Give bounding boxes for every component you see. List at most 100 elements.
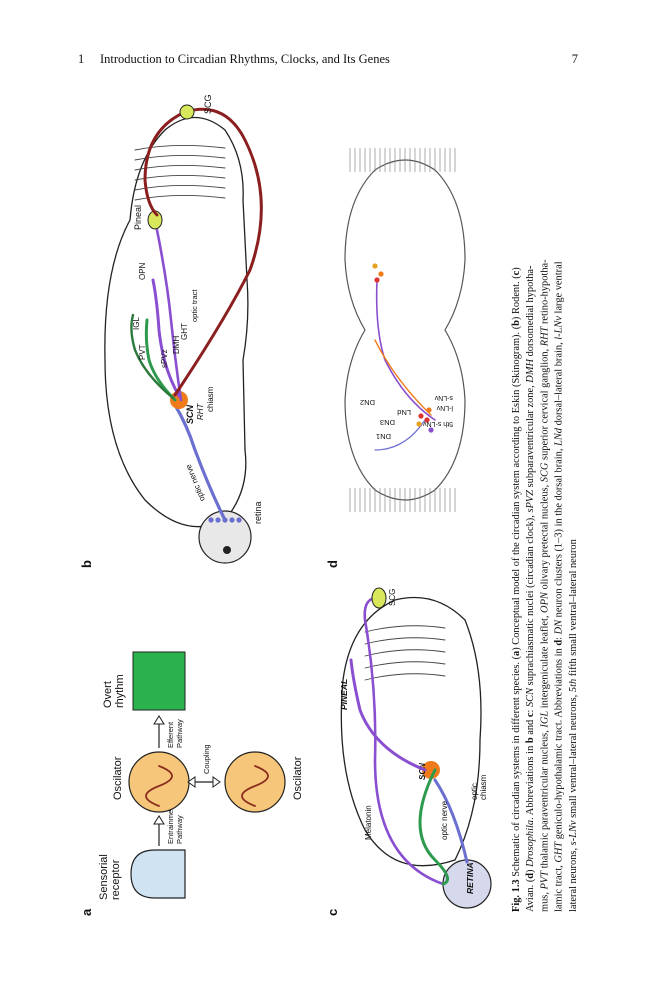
label-spvz: sPVz xyxy=(160,349,169,368)
avian-cerebellum-fold-4 xyxy=(364,625,446,633)
oscillator-bottom-wave xyxy=(241,765,269,807)
fly-lnd-projection xyxy=(374,339,432,416)
fly-brain-outline xyxy=(344,159,466,501)
caption-segment: large ventral xyxy=(554,261,565,316)
caption-segment: dorsomedial hypotha- xyxy=(525,265,536,359)
label-5th-slnv: 5th s-LNv xyxy=(423,420,453,427)
fly-neuron-dot-5 xyxy=(374,277,380,283)
label-slnv: s-LNv xyxy=(434,394,453,401)
caption-segment: OPN xyxy=(539,591,550,613)
coupling-label: Coupling xyxy=(202,744,211,774)
panel-d-letter: d xyxy=(325,560,340,568)
rht-pathway xyxy=(173,403,227,522)
scg-node-b xyxy=(179,104,195,120)
caption-segment: . Abbreviations in xyxy=(525,743,536,820)
rotated-figure-page: Fig. 1.3 Schematic of circadian systems … xyxy=(75,90,585,920)
cerebellum-fold-5 xyxy=(134,144,226,151)
avian-pineal-to-scg xyxy=(363,596,445,886)
sensorial-receptor-label-line-1: receptor xyxy=(110,859,122,900)
cerebellum-fold-2 xyxy=(134,174,226,181)
cerebellum-fold-1 xyxy=(134,184,226,191)
label-pineal-c: PINEAL xyxy=(339,679,349,710)
caption-segment: SCN xyxy=(525,687,536,707)
opn-pathway xyxy=(155,228,183,402)
label-retina: retina xyxy=(253,501,263,524)
label-dmh: DMH xyxy=(172,336,181,354)
sensorial-receptor-label-line-0: Sensorial xyxy=(98,854,110,900)
fly-neuron-dot-0 xyxy=(424,417,430,423)
fly-neuron-dot-6 xyxy=(378,271,384,277)
label-optic-tract: optic tract xyxy=(190,289,199,322)
caption-segment: ) Conceptual model of the circadian syst… xyxy=(511,325,522,650)
label-rht: RHT xyxy=(196,402,205,420)
caption-segment: l-LNv xyxy=(554,316,565,340)
oscillator-bottom-circle xyxy=(224,751,286,813)
entrainment-label-line-1: Pathway xyxy=(175,815,184,844)
label-ght: GHT xyxy=(180,323,189,340)
retina-cell-0 xyxy=(208,517,214,523)
caption-segment: Fig. 1.3 xyxy=(511,879,522,912)
caption-line-0: Fig. 1.3 Schematic of circadian systems … xyxy=(511,267,522,912)
label-optic-nerve-c: optic nerve xyxy=(440,800,449,840)
cerebellum-fold-3 xyxy=(134,164,226,171)
label-scg-c: SCG xyxy=(388,589,397,606)
retina-cell-4 xyxy=(236,517,242,523)
avian-cerebellum-fold-3 xyxy=(364,637,446,645)
caption-segment: a xyxy=(511,650,522,656)
caption-segment: IGL xyxy=(539,711,550,729)
figure-caption: Fig. 1.3 Schematic of circadian systems … xyxy=(511,259,579,912)
caption-line-2: mus, PVT thalamic paraventricular nucleu… xyxy=(539,259,550,912)
label-dn3: DN3 xyxy=(380,418,395,427)
caption-line-3: lamic tract, GHT geniculo-hypothalamic t… xyxy=(554,261,565,912)
caption-segment: subparaventricular zone, xyxy=(525,383,536,490)
avian-cerebellum-fold-2 xyxy=(364,649,446,657)
label-opn: OPN xyxy=(138,262,147,280)
rodent-eye xyxy=(198,510,252,564)
figure-landscape: Fig. 1.3 Schematic of circadian systems … xyxy=(79,94,579,916)
spvz-pathway xyxy=(144,318,177,402)
sensorial-receptor-shape xyxy=(130,849,186,899)
fly-neuron-dot-3 xyxy=(426,407,432,413)
caption-segment: ) xyxy=(525,867,536,873)
caption-segment: c xyxy=(525,712,536,717)
label-pvt: PVT xyxy=(138,344,147,360)
caption-line-1: Avian. (d) Drosophila. Abbreviations in … xyxy=(525,265,536,912)
panel-b-letter: b xyxy=(79,560,94,568)
oscillator-bottom-label: Oscilator xyxy=(292,756,304,800)
fly-neuron-dot-7 xyxy=(372,263,378,269)
caption-segment: d xyxy=(554,640,565,646)
panel-a-letter: a xyxy=(79,908,94,916)
label-pineal-b: Pineal xyxy=(133,205,143,230)
label-melatonin: Melatonin xyxy=(364,805,373,840)
panel-c-letter: c xyxy=(325,909,340,916)
caption-segment: fifth small ventral–lateral neuron xyxy=(568,538,579,678)
efferent-label-line-1: Pathway xyxy=(175,719,184,748)
efferent-arrowhead xyxy=(153,715,165,725)
label-dn2: DN2 xyxy=(360,398,375,407)
caption-segment: neuron clusters (1–3) in the dorsal brai… xyxy=(554,446,565,620)
caption-segment: lateral neurons, xyxy=(568,845,579,912)
retina-cell-1 xyxy=(215,517,221,523)
caption-segment: b xyxy=(525,737,536,743)
caption-segment: suprachiasmatic nuclei (circadian clock)… xyxy=(525,513,536,688)
fly-lnv-projection xyxy=(375,279,436,421)
entrainment-arrowhead xyxy=(153,815,165,825)
caption-segment: lamic tract, xyxy=(554,863,565,912)
overt-rhythm-label-line-1: rhythm xyxy=(114,674,126,708)
efferent-label-line-0: Efferent xyxy=(166,721,175,748)
avian-optic-nerve xyxy=(433,778,469,864)
caption-segment: small ventral–lateral neurons, xyxy=(568,692,579,820)
caption-segment: and xyxy=(525,717,536,737)
caption-segment: retino-hypotha- xyxy=(539,259,550,327)
avian-scg-node xyxy=(371,587,387,609)
page-number: 7 xyxy=(571,52,578,66)
fly-dn-projection xyxy=(374,419,426,451)
avian-melatonin-path xyxy=(349,658,427,772)
caption-segment: RHT xyxy=(539,325,550,347)
caption-segment: : xyxy=(554,634,565,640)
oscillator-top-circle xyxy=(128,751,190,813)
label-dn1: DN1 xyxy=(376,432,391,441)
coupling-arrowhead-down xyxy=(212,776,221,788)
label-chiasm: chiasm xyxy=(206,386,215,412)
caption-segment: dorsal–lateral brain, xyxy=(554,340,565,428)
